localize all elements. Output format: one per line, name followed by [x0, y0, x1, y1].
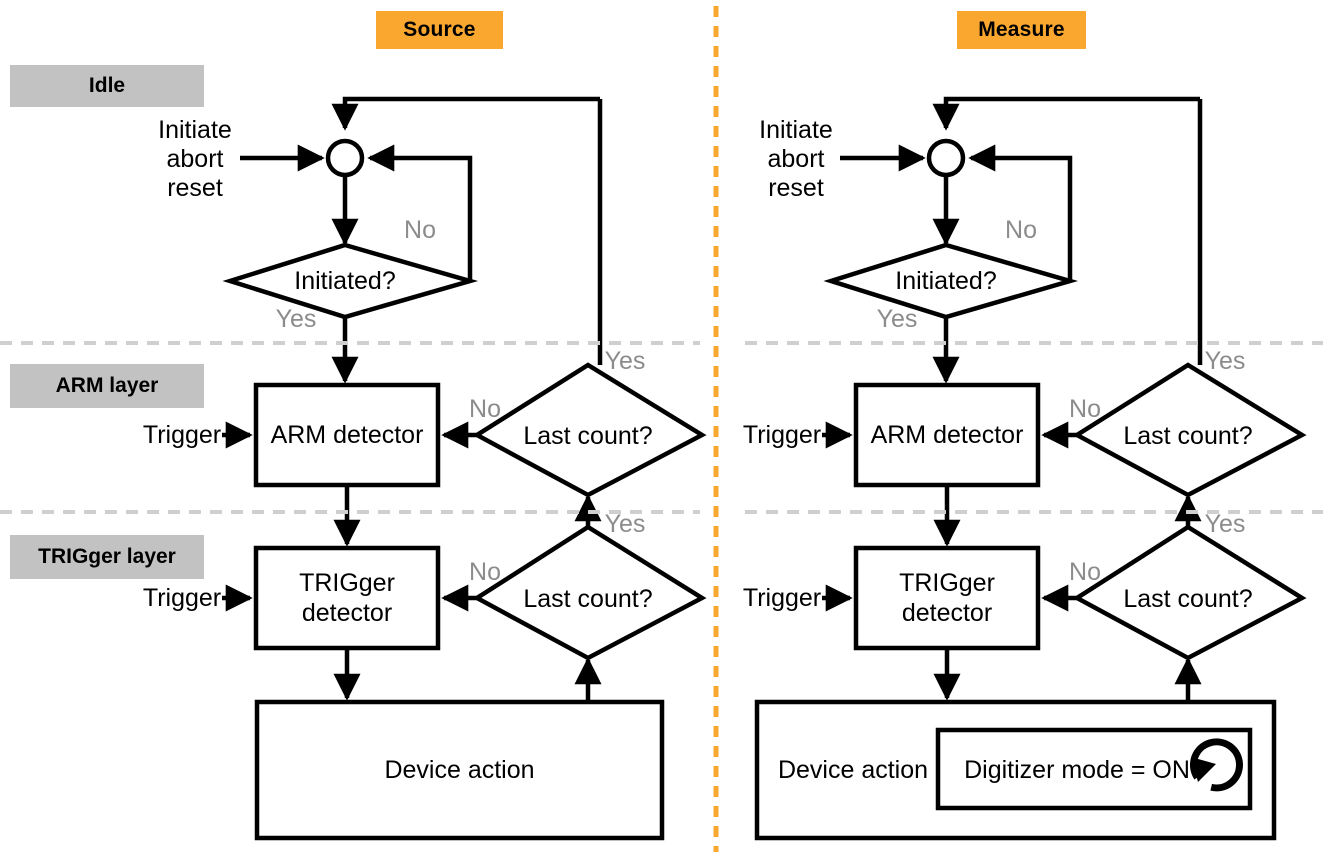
meas-entry-label: Initiate abort reset	[759, 116, 833, 202]
loop-arrow-icon	[1190, 738, 1243, 792]
meas-junction-node	[926, 138, 966, 178]
meas-initiated-no-loop	[968, 144, 1073, 280]
meas-digitizer-label: Digitizer mode = ON	[964, 756, 1190, 784]
src-trigger-lastcount-diamond	[472, 524, 707, 661]
src-device-action-label: Device action	[384, 756, 535, 784]
src-trigger-lastcount-no-label: No	[469, 558, 501, 586]
meas-trigger-lastcount-diamond	[1072, 524, 1307, 661]
meas-trigger-detector-box	[853, 545, 1041, 651]
meas-arm-detector-label: ARM detector	[870, 421, 1024, 449]
src-initiated-no-loop	[367, 144, 473, 280]
layer-label-arm: ARM layer	[10, 364, 204, 408]
src-initiated-no-label: No	[404, 216, 436, 244]
src-arm-lastcount-label: Last count?	[523, 422, 653, 450]
src-arm-lastcount-diamond	[472, 362, 707, 498]
meas-trigger-lastcount-yes-label: Yes	[1204, 510, 1246, 538]
layer-label-trigger: TRIGger layer	[10, 535, 204, 579]
src-return-rail	[331, 96, 600, 131]
meas-return-rail	[932, 96, 1200, 131]
src-arm-detector-box	[253, 382, 441, 488]
src-entry-label: Initiate abort reset	[158, 116, 232, 202]
src-trigger-lastcount-yes-label: Yes	[604, 510, 646, 538]
meas-arm-lastcount-diamond	[1072, 362, 1307, 498]
src-arm-lastcount-yes-label: Yes	[604, 347, 646, 375]
meas-arm-lastcount-yes-label: Yes	[1204, 347, 1246, 375]
src-arm-lastcount-no-label: No	[469, 395, 501, 423]
src-arm-detector-label: ARM detector	[270, 421, 424, 449]
src-initiated-yes-label: Yes	[275, 305, 317, 333]
meas-trigger-trigger-label: Trigger	[742, 584, 822, 612]
meas-initiated-no-label: No	[1005, 216, 1037, 244]
panel-header-measure: Measure	[957, 11, 1086, 49]
src-trigger-lastcount-label: Last count?	[523, 585, 653, 613]
panel-header-source: Source	[376, 11, 503, 49]
src-device-action-box	[254, 699, 665, 841]
meas-trigger-lastcount-no-label: No	[1069, 558, 1101, 586]
src-arm-trigger-label: Trigger	[142, 421, 222, 449]
meas-trigger-lastcount-label: Last count?	[1123, 585, 1253, 613]
meas-initiated-label: Initiated?	[895, 267, 997, 295]
meas-arm-lastcount-label: Last count?	[1123, 422, 1253, 450]
src-junction-node	[325, 138, 365, 178]
meas-device-action-label: Device action	[777, 756, 929, 784]
meas-initiated-yes-label: Yes	[876, 305, 918, 333]
meas-trigger-detector-label: TRIGger detector	[899, 569, 995, 627]
layer-label-idle: Idle	[10, 65, 204, 107]
meas-arm-lastcount-no-label: No	[1069, 395, 1101, 423]
meas-arm-trigger-label: Trigger	[742, 421, 822, 449]
src-initiated-label: Initiated?	[294, 267, 396, 295]
src-trigger-detector-label: TRIGger detector	[299, 569, 395, 627]
src-trigger-detector-box	[253, 545, 441, 651]
meas-arm-detector-box	[853, 382, 1041, 488]
src-trigger-trigger-label: Trigger	[142, 584, 222, 612]
